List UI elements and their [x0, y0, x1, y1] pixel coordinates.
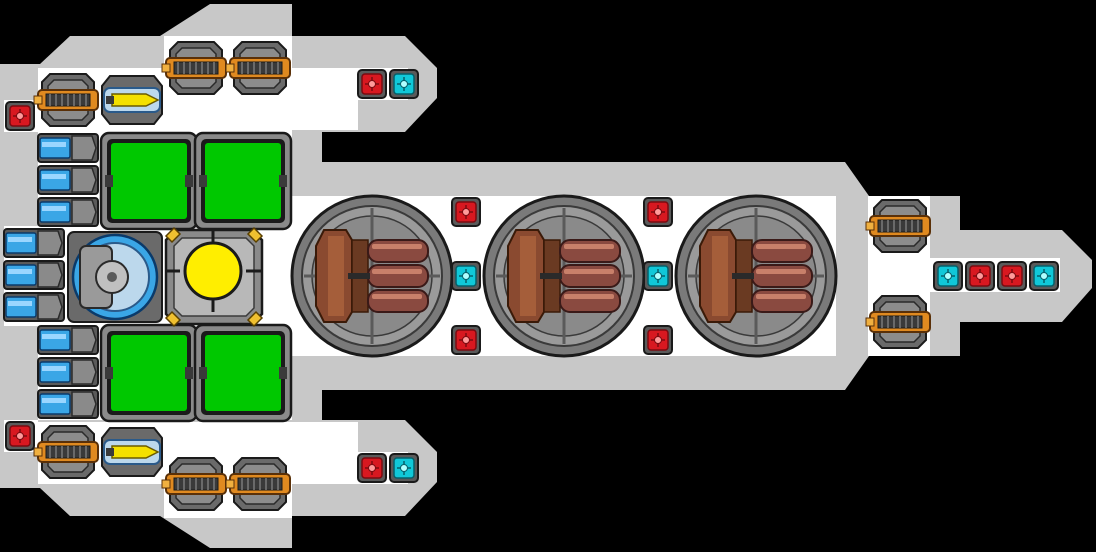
cargo-module-3[interactable]	[99, 323, 199, 423]
thruster-icon[interactable]	[37, 197, 99, 227]
turret-icon[interactable]	[33, 73, 99, 127]
cargo-module-4[interactable]	[193, 323, 293, 423]
thruster-icon[interactable]	[37, 325, 99, 355]
missile-bay-icon[interactable]	[674, 194, 838, 358]
red-hatch-icon[interactable]	[643, 197, 673, 227]
red-hatch-icon[interactable]	[357, 69, 387, 99]
cyan-hatch-icon[interactable]	[389, 69, 419, 99]
red-hatch-icon[interactable]	[451, 197, 481, 227]
missile-launcher-icon[interactable]	[101, 75, 163, 125]
red-hatch-icon[interactable]	[5, 101, 35, 131]
missile-launcher-icon[interactable]	[101, 427, 163, 477]
thruster-icon[interactable]	[3, 228, 65, 258]
reactor-core-icon[interactable]	[164, 226, 264, 328]
thruster-icon[interactable]	[37, 165, 99, 195]
turret-icon[interactable]	[225, 41, 291, 95]
cargo-module-2[interactable]	[193, 131, 293, 231]
red-hatch-icon[interactable]	[965, 261, 995, 291]
turret-icon[interactable]	[865, 295, 931, 349]
missile-bay-icon[interactable]	[482, 194, 646, 358]
thruster-icon[interactable]	[3, 260, 65, 290]
thruster-icon[interactable]	[3, 292, 65, 322]
cyan-hatch-icon[interactable]	[643, 261, 673, 291]
red-hatch-icon[interactable]	[451, 325, 481, 355]
turret-icon[interactable]	[865, 199, 931, 253]
turret-icon[interactable]	[225, 457, 291, 511]
red-hatch-icon[interactable]	[5, 421, 35, 451]
thruster-icon[interactable]	[37, 389, 99, 419]
thruster-icon[interactable]	[37, 357, 99, 387]
cyan-hatch-icon[interactable]	[1029, 261, 1059, 291]
red-hatch-icon[interactable]	[643, 325, 673, 355]
cyan-hatch-icon[interactable]	[451, 261, 481, 291]
turret-icon[interactable]	[33, 425, 99, 479]
shield-generator-icon[interactable]	[67, 231, 163, 323]
turret-icon[interactable]	[161, 41, 227, 95]
missile-bay-icon[interactable]	[290, 194, 454, 358]
red-hatch-icon[interactable]	[357, 453, 387, 483]
thruster-icon[interactable]	[37, 133, 99, 163]
cargo-module-1[interactable]	[99, 131, 199, 231]
turret-icon[interactable]	[161, 457, 227, 511]
red-hatch-icon[interactable]	[997, 261, 1027, 291]
cyan-hatch-icon[interactable]	[389, 453, 419, 483]
cyan-hatch-icon[interactable]	[933, 261, 963, 291]
